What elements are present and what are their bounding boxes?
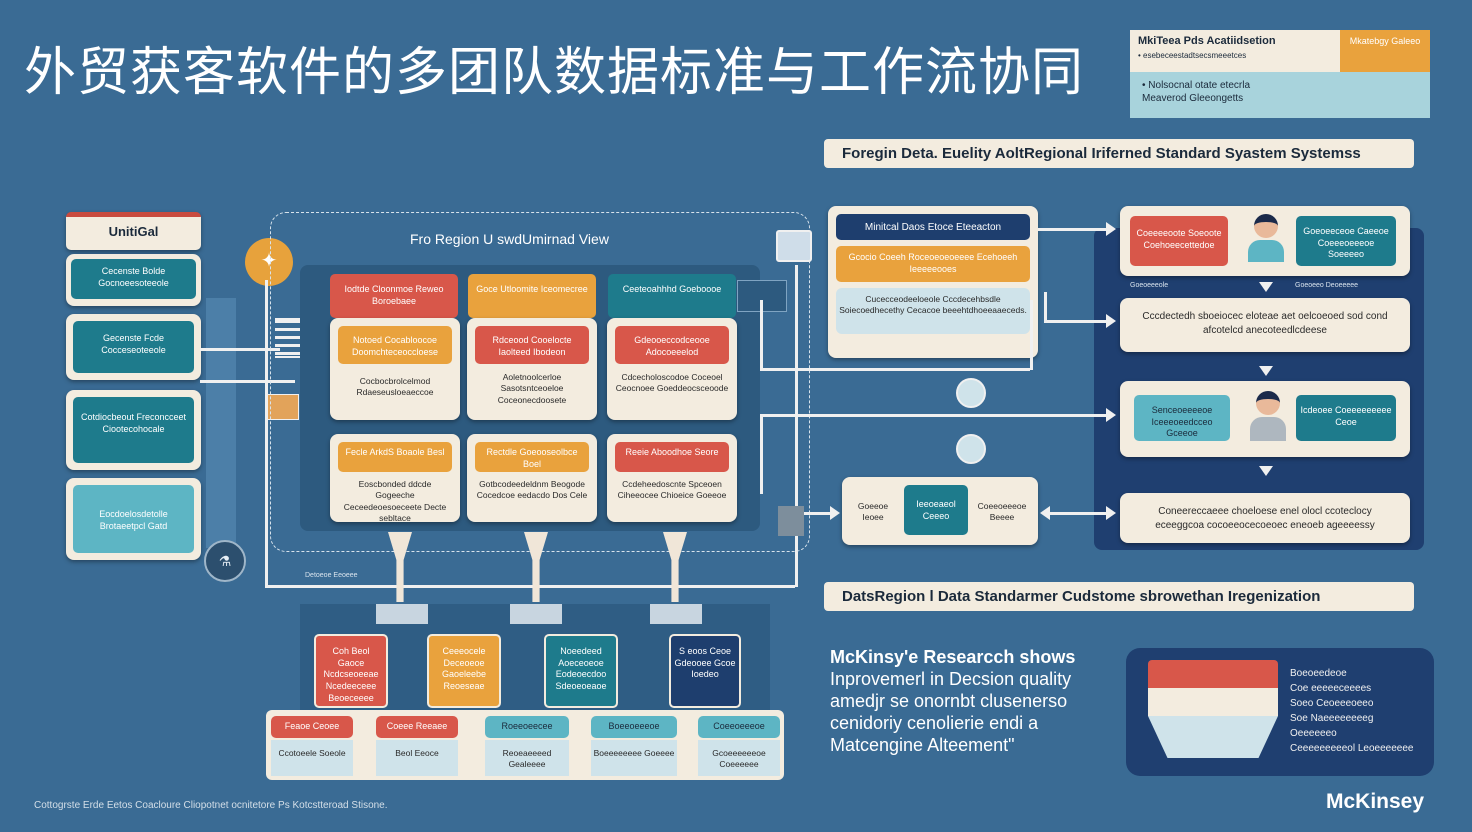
- mid-card-3[interactable]: Gdeooeccodceooe Adocoeeelod Cdcecholosco…: [607, 318, 737, 420]
- right-card-1[interactable]: Coeeeeoote Soeoote Coehoeecettedoe Goeoe…: [1120, 206, 1410, 276]
- chart-item-4: Soe Naeeeeeeeeg: [1290, 713, 1374, 724]
- region-caption: Fro Region U swdUmirnad View: [410, 231, 609, 247]
- right-top-box[interactable]: Minitcal Daos Etoce Eteeacton Gcocio Coe…: [828, 206, 1038, 358]
- left-item-1[interactable]: Cecenste Bolde Gocnoeesoteeole: [66, 254, 201, 306]
- chart-item-5: Oeeeeeeo: [1290, 728, 1337, 739]
- banner-bottom: DatsRegion l Data Standarmer Cudstome sb…: [824, 582, 1414, 611]
- funnel-3: [663, 532, 687, 602]
- legend-box: MkiTeea Pds Acatiidsetion • esebeceestad…: [1130, 30, 1430, 118]
- bottom-tile-4[interactable]: S eoos Ceoe Gdeooee Gcoe Ioedeo: [669, 634, 741, 708]
- person-icon-2: [1248, 391, 1288, 447]
- left-item-4[interactable]: Eocdoelosdetolle Brotaeetpcl Gatd: [66, 478, 201, 560]
- col-header-2[interactable]: Goce Utloomite Iceomecree: [468, 274, 596, 318]
- globe-icon-2: [956, 434, 986, 464]
- col-header-3[interactable]: Ceeteoahhhd Goeboooe: [608, 274, 736, 318]
- connector-3: [650, 604, 702, 624]
- research-text: McKinsy'e Researcch shows Inprovemerl in…: [830, 646, 1120, 756]
- left-column-header: UnitiGal: [66, 212, 201, 250]
- research-line-1: McKinsy'e Researcch shows: [830, 647, 1076, 667]
- bottom-note: Detoeoe Eeoeee: [305, 572, 358, 579]
- legend-side: Mkatebgy Galeeo: [1340, 30, 1430, 72]
- chart-shape: [1148, 660, 1278, 758]
- legend-header: MkiTeea Pds Acatiidsetion: [1138, 35, 1276, 47]
- mid-node[interactable]: Goeeoe Ieoee Ieeoeaeol Ceeeo Coeeoeeeoe …: [842, 477, 1038, 545]
- page-title: 外贸获客软件的多团队数据标准与工作流协同: [24, 43, 1085, 103]
- chart-box: Boeoeedeoe Coe eeeeeceeees Soeo Ceoeeeoe…: [1126, 648, 1434, 776]
- col-header-1[interactable]: Iodtde Cloonmoe Reweo Boroebaee: [330, 274, 458, 318]
- low-card-2[interactable]: Rectdle Goeooseolbce Boel Gotbcodeedeldn…: [467, 434, 597, 522]
- bottom-row-item-1[interactable]: Feaoe Ceoee Ccotoeele Soeole: [271, 716, 353, 778]
- research-line-2: Inprovemerl in Decsion quality: [830, 669, 1072, 689]
- right-card-2[interactable]: Cccdectedh sboeiocec eloteae aet oelcoeo…: [1120, 298, 1410, 352]
- bottom-row-item-5[interactable]: Coeeoeeeoe Gcoeeeeeeoe Coeeeeee: [698, 716, 780, 778]
- chart-item-3: Soeo Ceoeeeoeeo: [1290, 698, 1374, 709]
- bottom-row-item-4[interactable]: Boeeoeeeoe Boeeeeeeee Goeeee: [591, 716, 677, 778]
- mid-card-1[interactable]: Notoed Cocabloocoe Doomchteceoccloese Co…: [330, 318, 460, 420]
- stack-icon: [275, 318, 301, 358]
- lightbulb-icon: ✦: [260, 250, 278, 272]
- bottom-tile-3[interactable]: Noeedeed Aoeceoeoe Eodeoecdoo Sdeoeoeaoe: [544, 634, 618, 708]
- bottom-row-item-2[interactable]: Coeee Reeaee Beol Eeoce: [376, 716, 458, 778]
- person-icon-1: [1246, 214, 1286, 266]
- chart-item-2: Coe eeeeeceeees: [1290, 683, 1372, 694]
- legend-line2: Meaverod Gleeongetts: [1142, 93, 1244, 104]
- right-note-2: Goeoeeo Deoeeeee: [1295, 282, 1359, 289]
- brand-logo: McKinsey: [1326, 790, 1425, 813]
- research-line-5: Matcengine Alteement": [830, 735, 1015, 755]
- legend-header-sub: • esebeceestadtsecsmeeetces: [1138, 51, 1247, 60]
- gray-box: [778, 506, 804, 536]
- research-line-3: amedjr se onornbt clusenerso: [830, 691, 1068, 711]
- bulb-node[interactable]: ✦: [245, 238, 293, 286]
- right-note-1: Goeoeeeole: [1130, 282, 1169, 289]
- right-card-4[interactable]: Coneereccaeee choeloese enel olocl ccote…: [1120, 493, 1410, 543]
- monitor-icon: [776, 230, 812, 262]
- flask-icon: ⚗: [218, 553, 232, 569]
- left-column-rail: [206, 298, 236, 548]
- settings-node[interactable]: ⚗: [204, 540, 246, 582]
- chart-item-6: Ceeeeeeeeeol Leoeeeeeee: [1290, 743, 1414, 754]
- connector-1: [376, 604, 428, 624]
- legend-line1: • Nolsocnal otate etecrla: [1142, 80, 1251, 91]
- banner-top: Foregin Deta. Euelity AoltRegional Irife…: [824, 139, 1414, 168]
- chart-item-1: Boeoeedeoe: [1290, 668, 1347, 679]
- low-card-1[interactable]: Fecle ArkdS Boaole Besl Eoscbonded ddcde…: [330, 434, 460, 523]
- bottom-tile-2[interactable]: Ceeeocele Deceoeoe Gaoeleebe Reoeseae: [427, 634, 501, 708]
- right-card-3[interactable]: Senceoeeeeoe Iceeeoeedcceo Gceeoe Icdeoe…: [1120, 381, 1410, 457]
- mid-card-2[interactable]: Rdceood Cooelocte Iaolteed Ibodeon Aolet…: [467, 318, 597, 420]
- low-card-3[interactable]: Reeie Aboodhoe Seore Ccdeheedoscnte Spce…: [607, 434, 737, 522]
- globe-icon-1: [956, 378, 986, 408]
- funnel-1: [388, 532, 412, 602]
- bottom-tile-1[interactable]: Coh Beol Gaoce Ncdcseoeeae Ncedeeceee Be…: [314, 634, 388, 708]
- connector-2: [510, 604, 562, 624]
- funnel-2: [524, 532, 548, 602]
- left-item-3[interactable]: Cotdiocbeout Freconcceet Ciootecohocale: [66, 390, 201, 470]
- left-item-2[interactable]: Gecenste Fcde Cocceseoteeole: [66, 314, 201, 380]
- bottom-row-item-3[interactable]: Roeeoeecee Reoeaeeeed Gealeeee: [485, 716, 569, 778]
- footer-text: Cottogrste Erde Eetos Coacloure Cliopotn…: [34, 800, 388, 811]
- research-line-4: cenidoriy cenolierie endi a: [830, 713, 1039, 733]
